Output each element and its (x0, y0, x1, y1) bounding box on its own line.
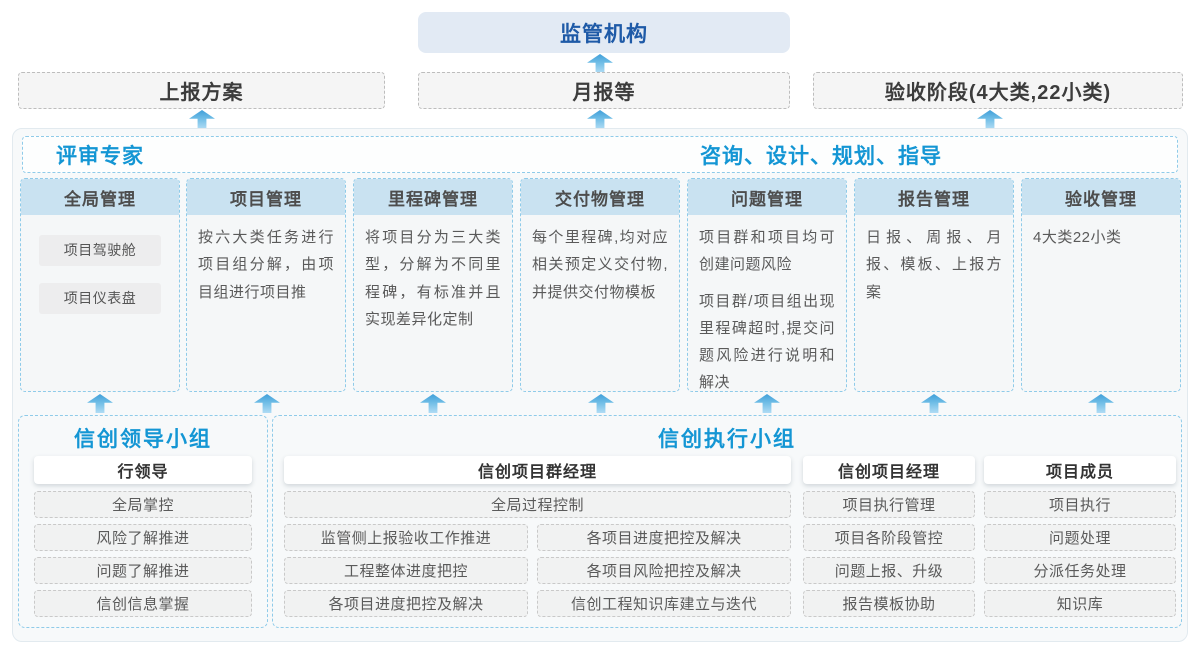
column-deliverable-management: 交付物管理 每个里程碑,均对应相关预定义交付物,并提供交付物模板 (520, 178, 680, 392)
pgm-item: 各项目进度把控及解决 (537, 524, 791, 551)
column-title: 项目管理 (187, 179, 345, 215)
role-project-member: 项目成员 (984, 456, 1176, 484)
channel-monthly-report: 月报等 (418, 72, 790, 109)
pgm-item: 各项目进度把控及解决 (284, 590, 528, 617)
leader-item: 问题了解推进 (34, 557, 252, 584)
column-desc: 按六大类任务进行项目组分解，由项目组进行项目推 (198, 229, 334, 301)
up-arrow-channel-3 (977, 110, 1003, 129)
pm-item: 报告模板协助 (803, 590, 975, 617)
leader-item: 全局掌控 (34, 491, 252, 518)
column-acceptance-management: 验收管理 4大类22小类 (1021, 178, 1181, 392)
column-milestone-management: 里程碑管理 将项目分为三大类型，分解为不同里程碑，有标准并且实现差异化定制 (353, 178, 513, 392)
up-arrow-channel-1 (189, 110, 215, 129)
role-program-manager: 信创项目群经理 (284, 456, 791, 484)
column-title: 验收管理 (1022, 179, 1180, 215)
column-title: 报告管理 (855, 179, 1013, 215)
review-experts-label: 评审专家 (56, 144, 144, 168)
role-project-manager: 信创项目经理 (803, 456, 975, 484)
execution-group-box: 信创执行小组 信创项目群经理 全局过程控制 监管侧上报验收工作推进 各项目进度把… (272, 415, 1182, 628)
column-desc: 将项目分为三大类型，分解为不同里程碑，有标准并且实现差异化定制 (365, 229, 501, 328)
column-title: 交付物管理 (521, 179, 679, 215)
channel-label: 月报等 (572, 82, 636, 104)
channel-label: 验收阶段(4大类,22小类) (884, 82, 1112, 104)
pill-project-dashboard: 项目仪表盘 (39, 283, 161, 314)
member-item: 知识库 (984, 590, 1176, 617)
column-desc: 项目群/项目组出现里程碑超时,提交问题风险进行说明和解决 (699, 292, 835, 392)
member-item: 分派任务处理 (984, 557, 1176, 584)
pm-item: 问题上报、升级 (803, 557, 975, 584)
pill-project-cockpit: 项目驾驶舱 (39, 235, 161, 266)
leader-group-box: 信创领导小组 行领导 全局掌控 风险了解推进 问题了解推进 信创信息掌握 (18, 415, 268, 628)
column-desc: 日报、周报、月报、模板、上报方案 (866, 229, 1002, 301)
pm-item: 项目各阶段管控 (803, 524, 975, 551)
consulting-design-label: 咨询、设计、规划、指导 (700, 144, 942, 168)
column-report-management: 报告管理 日报、周报、月报、模板、上报方案 (854, 178, 1014, 392)
regulator-label: 监管机构 (560, 22, 648, 46)
column-title: 问题管理 (688, 179, 846, 215)
execution-group-title: 信创执行小组 (658, 428, 796, 451)
column-issue-management: 问题管理 项目群和项目均可创建问题风险 项目群/项目组出现里程碑超时,提交问题风… (687, 178, 847, 392)
column-title: 全局管理 (21, 179, 179, 215)
channel-report-plan: 上报方案 (18, 72, 385, 109)
up-arrow-to-regulator (587, 54, 613, 73)
leader-group-title: 信创领导小组 (74, 428, 212, 451)
pgm-item: 工程整体进度把控 (284, 557, 528, 584)
pgm-item: 全局过程控制 (284, 491, 791, 518)
column-desc: 每个里程碑,均对应相关预定义交付物,并提供交付物模板 (532, 229, 668, 301)
column-title: 里程碑管理 (354, 179, 512, 215)
column-desc: 4大类22小类 (1033, 229, 1122, 246)
leader-item: 信创信息掌握 (34, 590, 252, 617)
column-desc: 项目群和项目均可创建问题风险 (699, 229, 835, 274)
member-item: 问题处理 (984, 524, 1176, 551)
regulator-box: 监管机构 (418, 12, 790, 53)
channel-acceptance-phase: 验收阶段(4大类,22小类) (813, 72, 1183, 109)
up-arrow-channel-2 (587, 110, 613, 129)
channel-label: 上报方案 (159, 82, 244, 104)
pgm-item: 信创工程知识库建立与迭代 (537, 590, 791, 617)
pgm-item: 监管侧上报验收工作推进 (284, 524, 528, 551)
pm-item: 项目执行管理 (803, 491, 975, 518)
column-project-management: 项目管理 按六大类任务进行项目组分解，由项目组进行项目推 (186, 178, 346, 392)
leader-item: 风险了解推进 (34, 524, 252, 551)
column-global-management: 全局管理 项目驾驶舱 项目仪表盘 (20, 178, 180, 392)
role-bank-leadership: 行领导 (34, 456, 252, 484)
member-item: 项目执行 (984, 491, 1176, 518)
experts-header-row: 评审专家 咨询、设计、规划、指导 (22, 136, 1178, 173)
pgm-item: 各项目风险把控及解决 (537, 557, 791, 584)
